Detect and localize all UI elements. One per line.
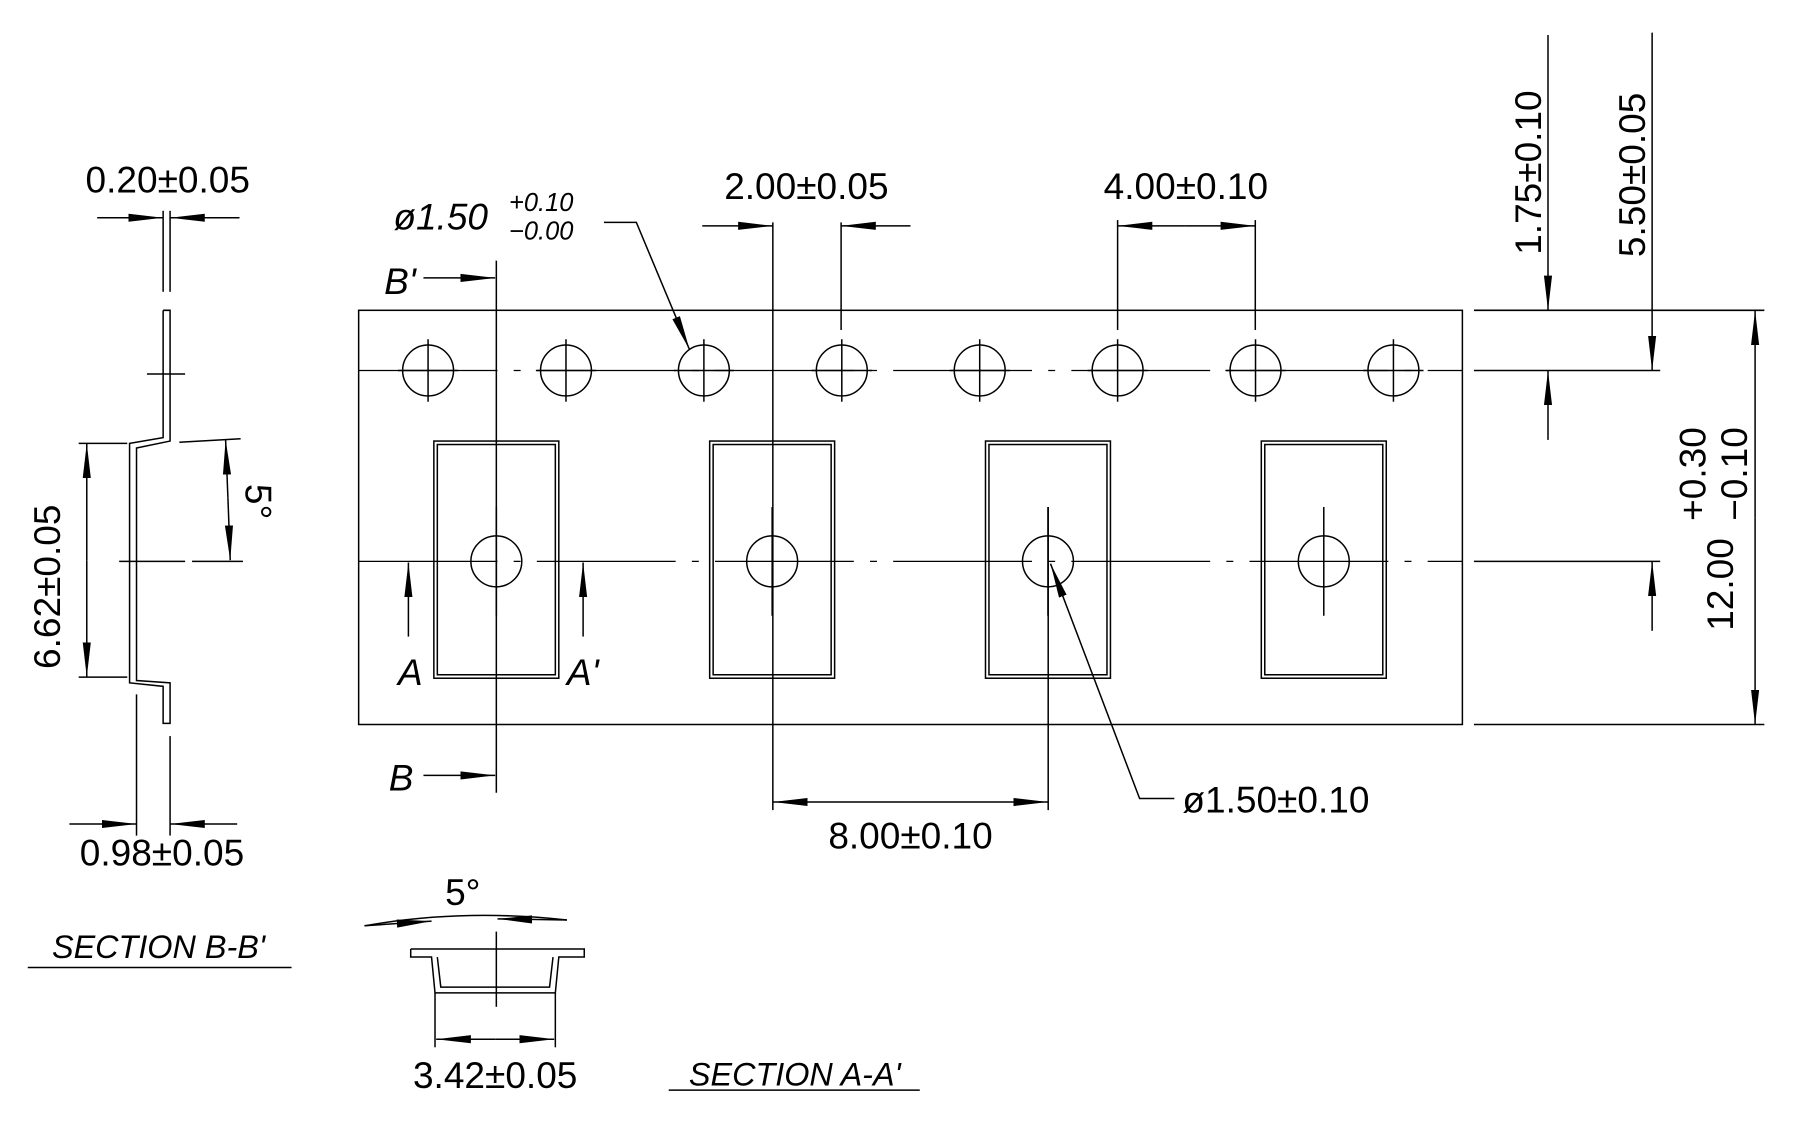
dimension-label: 3.42±0.05 — [413, 1054, 577, 1096]
section-markers: B' B A A' — [384, 260, 600, 798]
section-mark-b: B — [389, 756, 414, 798]
dimension-label: 4.00±0.10 — [1104, 165, 1268, 207]
tolerance-plus: +0.10 — [509, 189, 573, 217]
section-mark-a-prime: A' — [565, 651, 601, 693]
tolerance-minus: −0.10 — [1713, 427, 1755, 521]
section-title-b: SECTION B-B' — [52, 929, 267, 965]
dimension-label: 6.62±0.05 — [26, 505, 68, 669]
sprocket-hole-callout: ø1.50 +0.10 −0.00 — [393, 189, 691, 350]
dimension-4-00: 4.00±0.10 — [1104, 165, 1268, 230]
section-b-b-view: 0.20±0.05 6.62±0.05 5° 0.98±0.05 SECTION… — [26, 158, 292, 969]
dimension-label: 1.75±0.10 — [1507, 90, 1549, 254]
tolerance-plus: +0.30 — [1671, 427, 1713, 521]
dimension-label: 8.00±0.10 — [828, 814, 992, 856]
dimension-label: ø1.50±0.10 — [1182, 778, 1369, 820]
tape-outline — [357, 309, 1464, 726]
section-a-a-view: 5° 3.42±0.05 SECTION A-A' — [364, 871, 920, 1096]
dimension-2-00: 2.00±0.05 — [702, 165, 911, 230]
cavity-hole-callout: ø1.50±0.10 — [1049, 563, 1369, 820]
dimension-label: 2.00±0.05 — [724, 165, 888, 207]
dimension-label: 12.00 — [1699, 538, 1741, 631]
section-mark-b-prime: B' — [384, 260, 418, 302]
dimension-label: 5.50±0.05 — [1611, 93, 1653, 257]
section-title-a: SECTION A-A' — [689, 1056, 903, 1092]
tolerance-minus: −0.00 — [509, 218, 573, 246]
cavity-inner — [1264, 443, 1384, 676]
dimension-label: 0.20±0.05 — [86, 158, 250, 200]
angle-label: 5° — [445, 871, 480, 913]
cavity-outer — [1260, 440, 1388, 679]
dimension-8-00: 8.00±0.10 — [772, 797, 1049, 856]
tape-top-view — [357, 220, 1464, 811]
angle-label: 5° — [237, 484, 279, 519]
dimension-label: 0.98±0.05 — [80, 832, 244, 874]
right-dimensions: 1.75±0.10 5.50±0.05 12.00 +0.30 −0.10 — [1473, 32, 1765, 726]
section-mark-a: A — [396, 651, 423, 693]
cavities — [433, 440, 1388, 679]
dimension-label: ø1.50 — [393, 195, 488, 237]
sprocket-holes — [397, 339, 1424, 402]
